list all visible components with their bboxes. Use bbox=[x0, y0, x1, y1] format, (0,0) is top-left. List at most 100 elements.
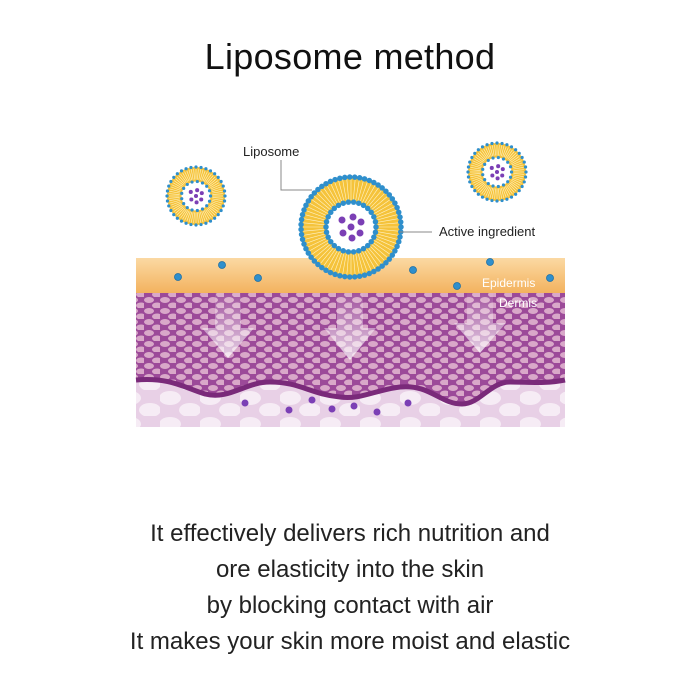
lipid-tail bbox=[169, 191, 180, 194]
lipid-tail bbox=[316, 245, 333, 262]
lipid-head bbox=[397, 234, 403, 240]
description-line: by blocking contact with air bbox=[206, 592, 494, 619]
lipid-head bbox=[323, 224, 329, 230]
lipid-tail bbox=[202, 210, 208, 221]
lipid-tail bbox=[303, 222, 325, 225]
lipid-head bbox=[523, 175, 528, 179]
lipid-head bbox=[373, 224, 379, 230]
liposome-label: Liposome bbox=[243, 144, 299, 159]
lipid-tail bbox=[508, 183, 517, 192]
active-ingredient-particle bbox=[500, 173, 505, 178]
lipid-head bbox=[483, 162, 487, 166]
lipid-tail bbox=[357, 180, 364, 201]
lipid-tail bbox=[184, 210, 190, 221]
lipid-head bbox=[496, 184, 500, 189]
lipid-head bbox=[470, 155, 474, 160]
lipid-head bbox=[335, 245, 342, 252]
lipid-head bbox=[195, 208, 199, 213]
lipid-tail bbox=[198, 169, 201, 180]
lipid-tail bbox=[319, 247, 334, 264]
lipid-head bbox=[375, 266, 381, 272]
lipid-head bbox=[216, 213, 220, 217]
lipid-tail bbox=[372, 199, 391, 212]
lipid-tail bbox=[207, 176, 216, 185]
lipid-tail bbox=[305, 235, 326, 244]
lipid-head bbox=[190, 208, 194, 212]
lipid-tail bbox=[211, 201, 222, 206]
lipid-tail bbox=[369, 245, 386, 262]
lipid-head bbox=[199, 222, 203, 227]
lipid-head bbox=[175, 216, 179, 220]
lipid-tail bbox=[303, 229, 325, 232]
lipid-particle bbox=[254, 274, 262, 282]
lipid-head bbox=[485, 197, 489, 201]
lipid-tail bbox=[186, 211, 191, 222]
lipid-head bbox=[350, 249, 357, 255]
lipid-tail bbox=[492, 145, 495, 156]
active-ingredient-particle bbox=[496, 164, 501, 169]
lipid-head bbox=[298, 216, 305, 223]
lipid-tail bbox=[508, 152, 517, 161]
lipid-tail bbox=[171, 184, 182, 190]
lipid-tail bbox=[366, 187, 379, 206]
lipid-head bbox=[509, 195, 514, 199]
lipid-tail bbox=[178, 208, 186, 217]
lipid-head bbox=[208, 219, 213, 223]
lipid-tail bbox=[338, 180, 345, 201]
lipid-tail bbox=[483, 148, 490, 158]
lipid-head bbox=[505, 197, 509, 201]
lipid-head bbox=[508, 165, 513, 169]
lipid-head bbox=[364, 242, 371, 249]
active-ingredient-particle bbox=[338, 216, 346, 224]
lipid-head bbox=[466, 170, 470, 174]
lipid-head bbox=[486, 181, 490, 186]
lipid-head bbox=[221, 184, 225, 188]
lipid-tail bbox=[193, 212, 195, 223]
lipid-tail bbox=[513, 174, 524, 177]
lipid-tail bbox=[326, 250, 338, 269]
lipid-tail bbox=[357, 253, 364, 274]
lipid-head bbox=[207, 199, 212, 203]
lipid-head bbox=[323, 180, 329, 187]
lipid-head bbox=[301, 241, 307, 247]
lipid-tail bbox=[376, 235, 397, 244]
dermis-label: Dermis bbox=[499, 296, 537, 310]
lipid-tail bbox=[477, 152, 486, 161]
lipid-head bbox=[383, 188, 389, 194]
lipid-head bbox=[392, 200, 398, 206]
lipid-head bbox=[335, 202, 342, 209]
active-ingredient-particle bbox=[494, 169, 500, 175]
lipid-head bbox=[480, 145, 485, 149]
lipid-tail bbox=[511, 158, 521, 165]
lipid-head bbox=[364, 205, 371, 212]
lipid-head bbox=[298, 231, 305, 238]
lipid-tail bbox=[169, 188, 181, 193]
page-title: Liposome method bbox=[204, 36, 496, 77]
lipid-head bbox=[179, 219, 184, 223]
lipid-head bbox=[506, 160, 510, 164]
lipid-tail bbox=[494, 145, 496, 156]
lipid-tail bbox=[489, 145, 494, 157]
lipid-tail bbox=[209, 180, 219, 187]
absorbed-ingredient-particle bbox=[350, 402, 358, 410]
lipid-tail bbox=[176, 176, 185, 185]
lipid-head bbox=[208, 169, 213, 173]
lipid-head bbox=[223, 194, 227, 198]
lipid-head bbox=[342, 174, 348, 181]
lipid-head bbox=[195, 179, 199, 184]
lipid-head bbox=[514, 148, 518, 152]
lipid-head bbox=[200, 181, 205, 185]
lipid-head bbox=[490, 141, 494, 146]
lipid-tail bbox=[477, 183, 486, 192]
lipid-head bbox=[204, 221, 208, 225]
lipid-tail bbox=[211, 186, 222, 191]
lipid-tail bbox=[364, 185, 376, 204]
lipid-tail bbox=[498, 188, 500, 199]
lipid-tail bbox=[342, 253, 347, 275]
liposome bbox=[298, 174, 404, 280]
lipid-tail bbox=[359, 181, 368, 202]
lipid-head bbox=[379, 263, 385, 269]
active-ingredient-particle bbox=[339, 229, 347, 237]
lipid-tail bbox=[319, 190, 334, 207]
lipid-tail bbox=[209, 205, 219, 212]
